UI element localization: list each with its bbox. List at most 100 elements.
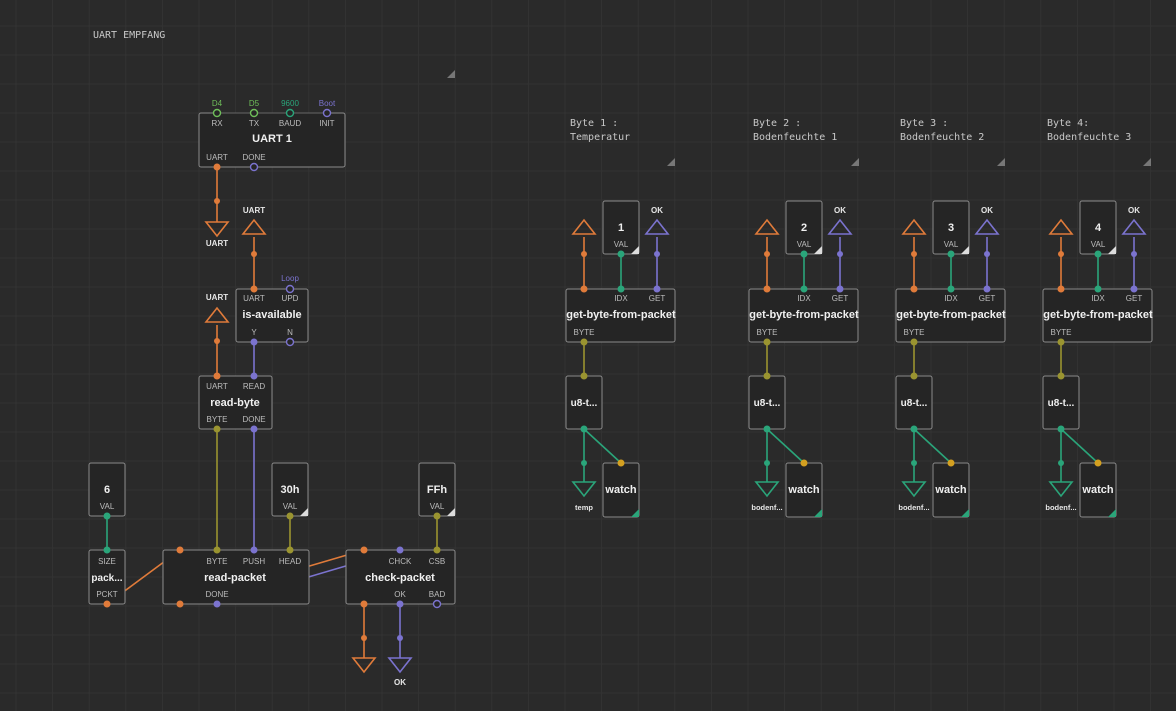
head-pin[interactable] — [286, 546, 294, 554]
resize-handle-icon[interactable] — [667, 158, 675, 166]
packet-input-terminal[interactable] — [571, 218, 597, 257]
packet-out-pin[interactable] — [176, 600, 184, 608]
idx-pin[interactable] — [947, 285, 955, 293]
ok-input-terminal[interactable]: OK — [974, 206, 1000, 257]
is-available-node[interactable]: Loop UART UPD is-available Y N — [235, 274, 309, 347]
resize-handle-icon[interactable] — [997, 158, 1005, 166]
uart-pin[interactable] — [250, 285, 258, 293]
comment-byte4[interactable]: Byte 4: Bodenfeuchte 3 — [1047, 118, 1151, 166]
get-pin[interactable] — [983, 285, 991, 293]
read-byte-node[interactable]: UART READ read-byte BYTE DONE — [198, 372, 273, 433]
byte-pin[interactable] — [1057, 338, 1065, 346]
watch-in-pin[interactable] — [1094, 459, 1102, 467]
n-pin[interactable] — [285, 337, 295, 347]
packet-pin[interactable] — [763, 285, 771, 293]
packet-input-terminal[interactable] — [901, 218, 927, 257]
idx-pin[interactable] — [617, 285, 625, 293]
idx-pin[interactable] — [1094, 285, 1102, 293]
packet-output-terminal[interactable] — [351, 635, 377, 674]
watch-in-pin[interactable] — [800, 459, 808, 467]
get-pin[interactable] — [836, 285, 844, 293]
wire-number[interactable] — [1060, 428, 1099, 464]
watch-node[interactable]: watch — [932, 459, 970, 518]
val-pin[interactable] — [1094, 250, 1102, 258]
watch-node[interactable]: watch — [1079, 459, 1117, 518]
val-pin[interactable] — [947, 250, 955, 258]
byte-in-pin[interactable] — [580, 372, 588, 380]
comment-byte2[interactable]: Byte 2 : Bodenfeuchte 1 — [753, 118, 859, 166]
val-pin[interactable] — [617, 250, 625, 258]
uart-out-pin[interactable] — [213, 163, 221, 171]
packet-input-terminal[interactable] — [754, 218, 780, 257]
done-pin[interactable] — [249, 162, 259, 172]
rx-pin[interactable] — [212, 108, 222, 118]
wire-number[interactable] — [913, 428, 952, 464]
check-packet-node[interactable]: CHCK CSB check-packet OK BAD — [345, 546, 456, 609]
get-pin[interactable] — [1130, 285, 1138, 293]
number-output-terminal[interactable]: bodenf... — [898, 460, 930, 512]
read-pin[interactable] — [250, 372, 258, 380]
val-pin[interactable] — [103, 512, 111, 520]
number-output-terminal[interactable]: bodenf... — [1045, 460, 1077, 512]
byte-pin[interactable] — [580, 338, 588, 346]
constant-csb[interactable]: FFh VAL — [418, 462, 456, 520]
u8-to-number-node[interactable]: u8-t... — [895, 372, 933, 433]
constant-head[interactable]: 30h VAL — [271, 462, 309, 520]
ok-output-terminal[interactable]: OK — [387, 635, 413, 687]
val-pin[interactable] — [433, 512, 441, 520]
csb-pin[interactable] — [433, 546, 441, 554]
tx-pin[interactable] — [249, 108, 259, 118]
comment-byte1[interactable]: Byte 1 : Temperatur — [570, 118, 675, 166]
u8-to-number-node[interactable]: u8-t... — [565, 372, 603, 433]
ok-input-terminal[interactable]: OK — [827, 206, 853, 257]
done-pin[interactable] — [250, 425, 258, 433]
bad-pin[interactable] — [432, 599, 442, 609]
byte-pin[interactable] — [213, 425, 221, 433]
number-out-pin[interactable] — [1057, 425, 1065, 433]
ok-input-terminal[interactable]: OK — [644, 206, 670, 257]
byte-pin[interactable] — [213, 546, 221, 554]
push-pin[interactable] — [250, 546, 258, 554]
number-out-pin[interactable] — [580, 425, 588, 433]
packet-input-terminal[interactable] — [1048, 218, 1074, 257]
ok-input-terminal[interactable]: OK — [1121, 206, 1147, 257]
size-pin[interactable] — [103, 546, 111, 554]
packet-node[interactable]: SIZE pack... PCKT — [88, 546, 126, 608]
byte-in-pin[interactable] — [910, 372, 918, 380]
byte-in-pin[interactable] — [763, 372, 771, 380]
u8-to-number-node[interactable]: u8-t... — [1042, 372, 1080, 433]
watch-in-pin[interactable] — [947, 459, 955, 467]
number-output-terminal[interactable]: bodenf... — [751, 460, 783, 512]
byte-in-pin[interactable] — [1057, 372, 1065, 380]
upd-pin[interactable] — [285, 284, 295, 294]
number-out-pin[interactable] — [763, 425, 771, 433]
baud-pin[interactable] — [285, 108, 295, 118]
resize-handle-icon[interactable] — [1143, 158, 1151, 166]
val-pin[interactable] — [800, 250, 808, 258]
y-pin[interactable] — [250, 338, 258, 346]
byte-pin[interactable] — [910, 338, 918, 346]
uart-node[interactable]: D4 D5 9600 Boot RX TX BAUD INIT UART 1 U… — [198, 99, 346, 172]
wire-number[interactable] — [583, 428, 622, 464]
done-pin[interactable] — [213, 600, 221, 608]
resize-handle-icon[interactable] — [851, 158, 859, 166]
packet-out-pin[interactable] — [360, 600, 368, 608]
packet-pin[interactable] — [910, 285, 918, 293]
pckt-pin[interactable] — [103, 600, 111, 608]
byte-pin[interactable] — [763, 338, 771, 346]
init-pin[interactable] — [322, 108, 332, 118]
packet-in-pin[interactable] — [360, 546, 368, 554]
uart-input-terminal-2[interactable]: UART — [204, 293, 230, 344]
comment-uart-empfang[interactable]: UART EMPFANG — [93, 30, 455, 78]
chck-pin[interactable] — [396, 546, 404, 554]
idx-pin[interactable] — [800, 285, 808, 293]
packet-pin[interactable] — [1057, 285, 1065, 293]
